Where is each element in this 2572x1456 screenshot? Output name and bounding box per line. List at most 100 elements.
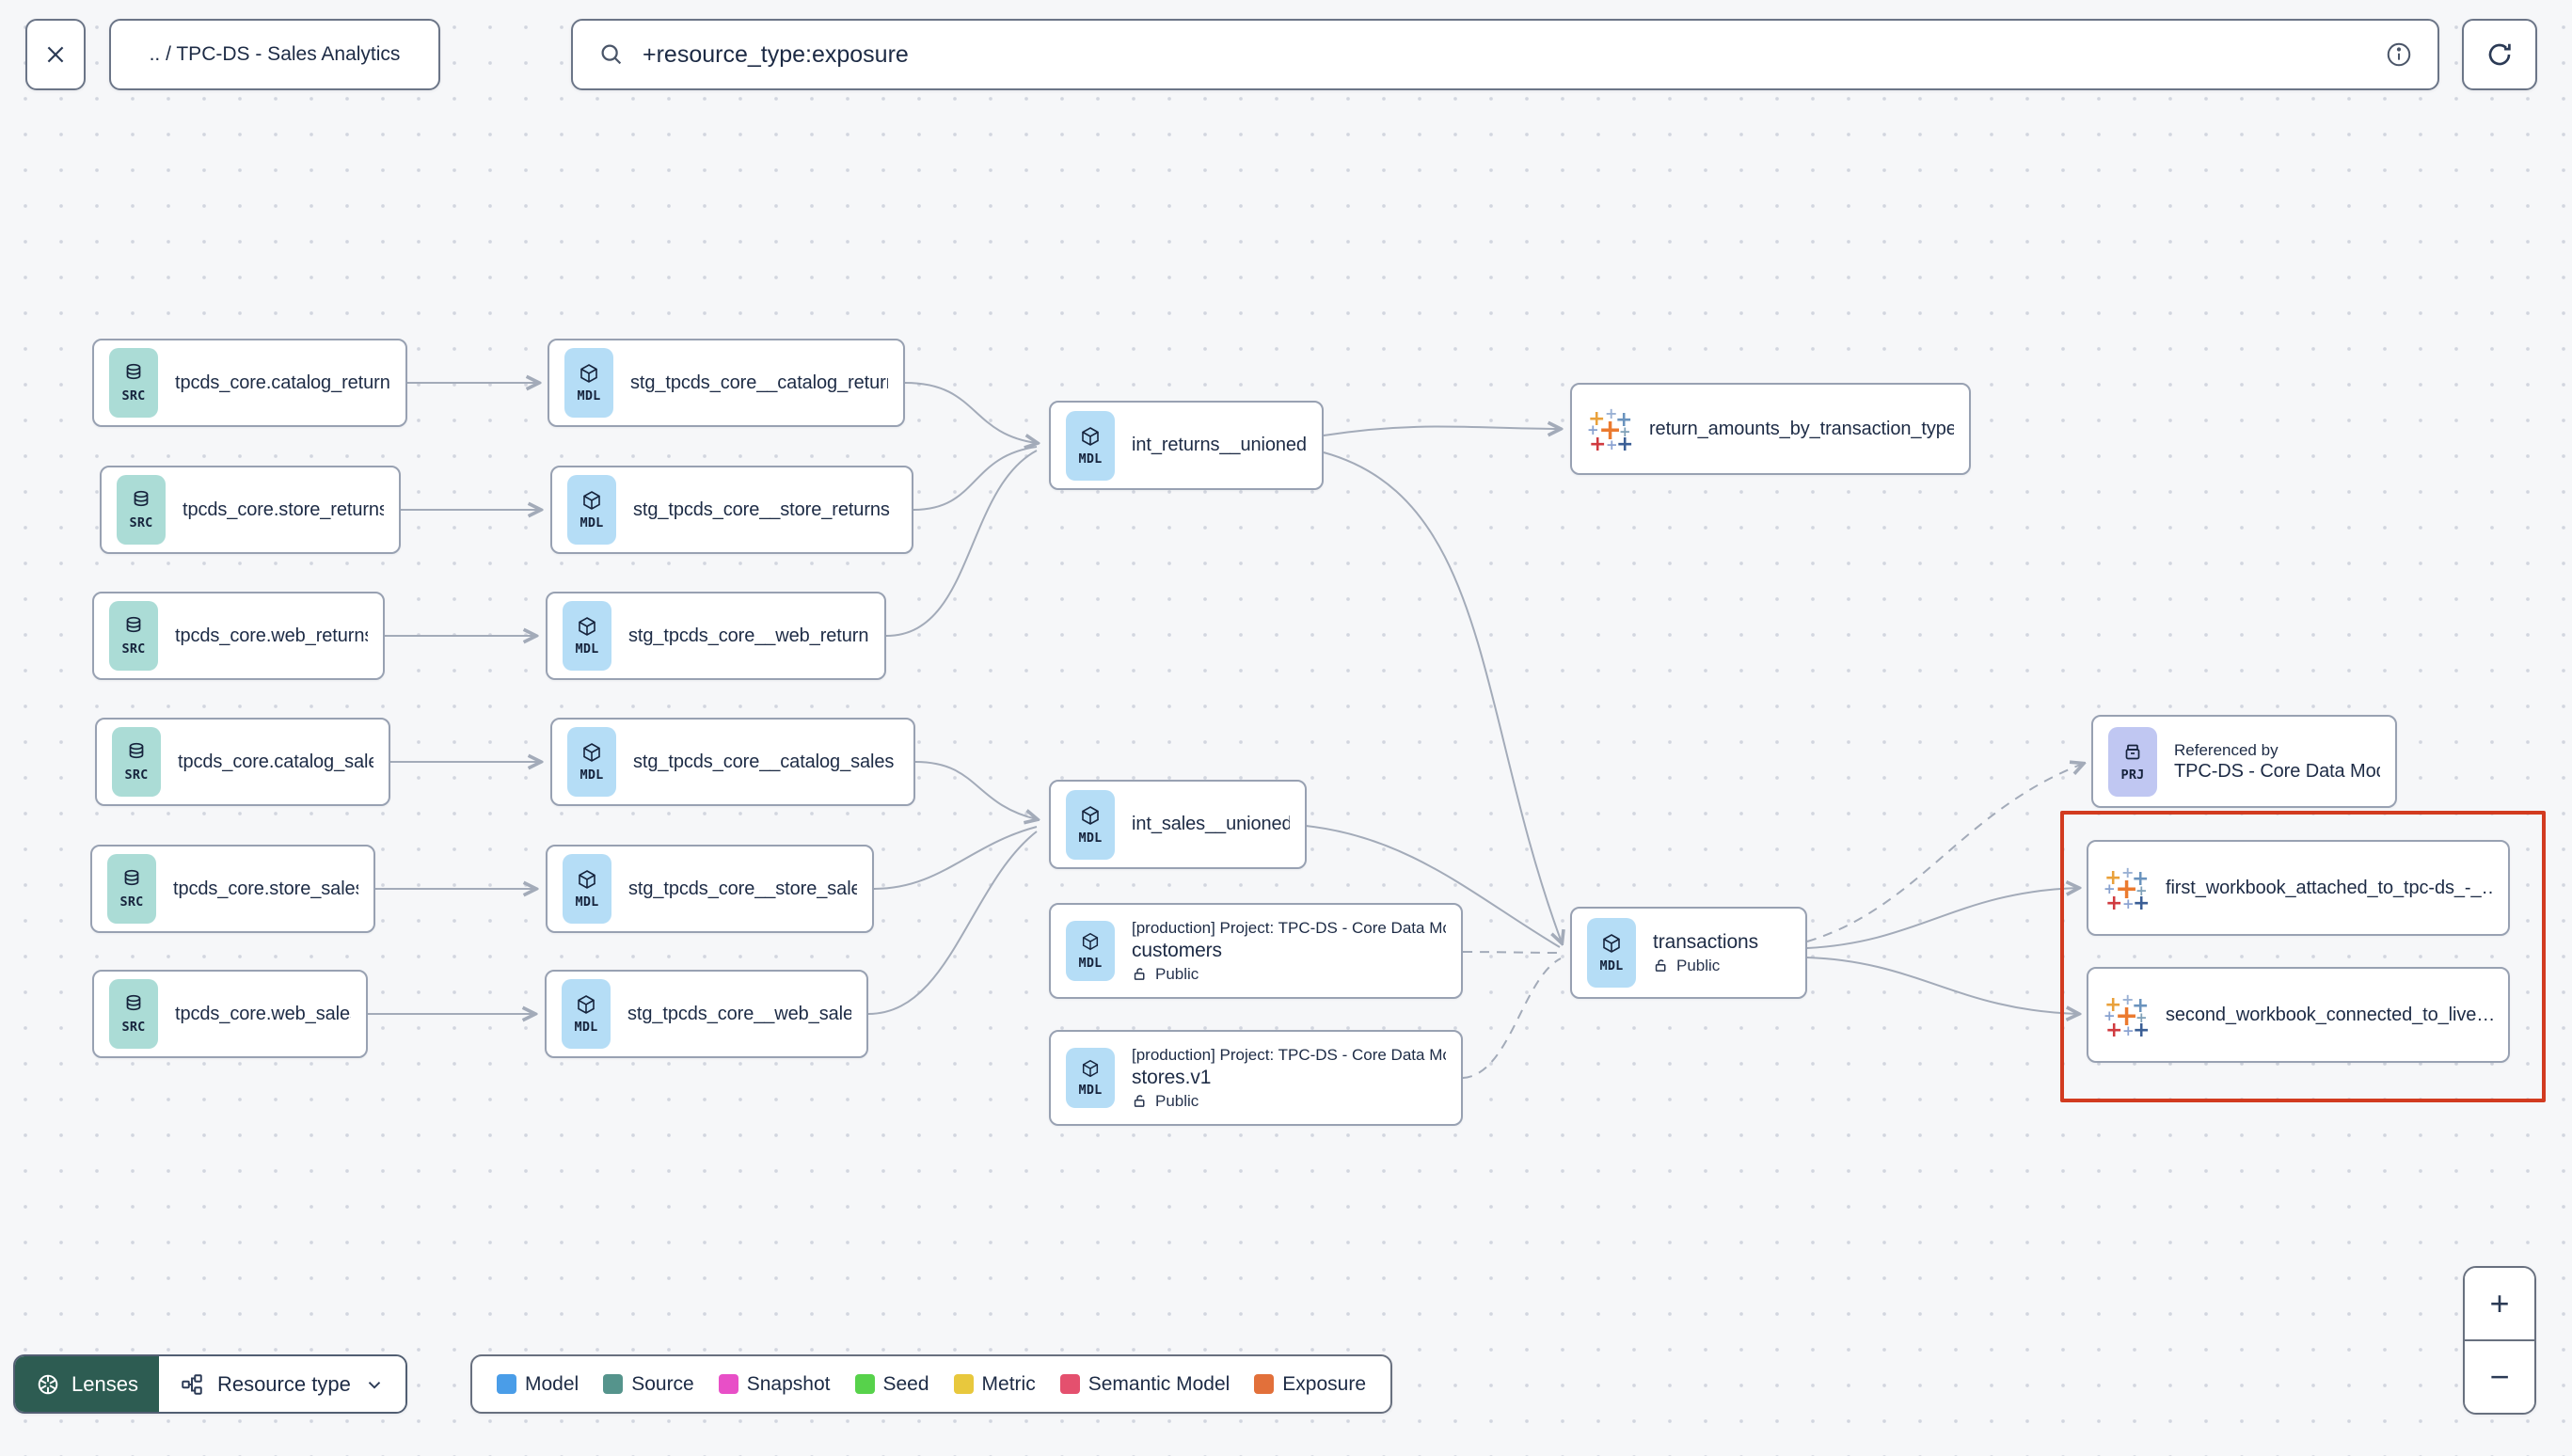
node-transactions[interactable]: MDL transactions Public (1570, 907, 1807, 999)
node-exposure-return-amounts[interactable]: return_amounts_by_transaction_type (1570, 383, 1971, 475)
database-icon (126, 363, 141, 380)
node-stg-store-sales[interactable]: MDL stg_tpcds_core__store_sales (546, 845, 874, 933)
resource-type-dropdown[interactable]: Resource type (158, 1356, 405, 1412)
refresh-button[interactable] (2462, 19, 2537, 90)
legend-item-source: Source (603, 1373, 694, 1396)
icon-tag: MDL (1078, 451, 1103, 467)
lock-open-icon (1655, 959, 1666, 972)
node-title: stg_tpcds_core__catalog_sales (633, 751, 895, 772)
node-src-tpcds-core-catalog-sales[interactable]: SRC tpcds_core.catalog_sales (95, 718, 390, 806)
tableau-icon (2104, 992, 2149, 1037)
node-src-tpcds-core-catalog-returns[interactable]: SRC tpcds_core.catalog_returns (92, 339, 407, 427)
cube-icon (1082, 805, 1099, 825)
breadcrumb[interactable]: .. / TPC-DS - Sales Analytics (109, 19, 440, 90)
tableau-icon (2104, 865, 2149, 910)
node-stg-catalog-sales[interactable]: MDL stg_tpcds_core__catalog_sales (550, 718, 915, 806)
node-title: stg_tpcds_core__store_returns (633, 499, 890, 520)
chevron-down-icon (368, 1381, 380, 1389)
node-exposure-first-workbook[interactable]: first_workbook_attached_to_tpc-ds_-_… (2087, 840, 2510, 936)
node-int-returns-unioned[interactable]: MDL int_returns__unioned (1049, 401, 1324, 490)
node-title: TPC-DS - Core Data Models (2174, 761, 2380, 783)
referenced-by-label: Referenced by (2174, 740, 2278, 759)
legend-swatch (718, 1374, 738, 1394)
model-icon-box: MDL (1066, 1048, 1115, 1108)
model-icon-box: MDL (564, 348, 613, 418)
access-badge: Public (1132, 965, 1446, 984)
legend-label: Snapshot (746, 1372, 831, 1395)
cube-icon (579, 617, 595, 636)
legend-item-semantic-model: Semantic Model (1059, 1372, 1230, 1396)
legend-label: Seed (882, 1372, 929, 1395)
zoom-out-button[interactable]: − (2465, 1341, 2534, 1413)
icon-tag: MDL (579, 515, 604, 530)
legend-item-snapshot: Snapshot (718, 1372, 831, 1396)
close-button[interactable] (25, 19, 86, 90)
search-bar[interactable] (571, 19, 2439, 90)
legend-label: Semantic Model (1088, 1372, 1230, 1395)
model-icon-box: MDL (1066, 789, 1115, 860)
legend-item-exposure: Exposure (1254, 1373, 1366, 1396)
legend-label: Metric (981, 1372, 1036, 1395)
zoom-out-icon: − (2489, 1357, 2510, 1396)
node-title: tpcds_core.store_returns (183, 499, 384, 520)
node-src-tpcds-core-store-sales[interactable]: SRC tpcds_core.store_sales (90, 845, 375, 933)
node-src-tpcds-core-web-returns[interactable]: SRC tpcds_core.web_returns (92, 592, 385, 680)
node-title: int_sales__unioned (1132, 814, 1290, 834)
legend-item-model: Model (497, 1373, 579, 1396)
node-project-subtitle: [production] Project: TPC-DS - Core Data… (1132, 1046, 1446, 1065)
legend-item-seed: Seed (854, 1372, 929, 1396)
cube-icon (1082, 1059, 1099, 1078)
info-icon[interactable] (2385, 40, 2413, 69)
node-stg-web-returns[interactable]: MDL stg_tpcds_core__web_returns (546, 592, 886, 680)
search-input[interactable] (641, 40, 2370, 70)
node-src-tpcds-core-web-sales[interactable]: SRC tpcds_core.web_sales (92, 970, 368, 1058)
node-src-tpcds-core-store-returns[interactable]: SRC tpcds_core.store_returns (100, 466, 401, 554)
icon-tag: MDL (577, 388, 601, 404)
model-icon-box: MDL (1587, 918, 1636, 988)
icon-tag: MDL (575, 894, 599, 910)
database-icon (129, 742, 144, 759)
icon-tag: MDL (1078, 1083, 1103, 1098)
icon-tag: MDL (579, 768, 604, 783)
node-stg-catalog-returns[interactable]: MDL stg_tpcds_core__catalog_returns (548, 339, 905, 427)
icon-tag: MDL (1078, 830, 1103, 846)
model-icon-box: MDL (567, 475, 616, 545)
cube-icon (1603, 934, 1620, 953)
model-icon-box: MDL (562, 979, 611, 1049)
legend-swatch (603, 1374, 624, 1394)
project-icon (2125, 744, 2140, 759)
cube-icon (579, 870, 595, 889)
node-title: tpcds_core.catalog_sales (178, 751, 373, 772)
breadcrumb-label: .. / TPC-DS - Sales Analytics (149, 43, 401, 65)
node-stg-web-sales[interactable]: MDL stg_tpcds_core__web_sales (545, 970, 868, 1058)
legend-label: Model (525, 1372, 579, 1395)
node-title: transactions (1653, 930, 1759, 953)
legend-item-metric: Metric (953, 1372, 1036, 1396)
icon-tag: MDL (1078, 956, 1103, 971)
model-icon-box: MDL (567, 727, 616, 797)
cube-icon (583, 743, 600, 762)
zoom-in-button[interactable]: + (2465, 1268, 2534, 1341)
database-icon (126, 994, 141, 1011)
lenses-button[interactable]: Lenses (15, 1356, 159, 1412)
resource-type-icon (182, 1373, 202, 1395)
icon-tag: MDL (574, 1020, 598, 1035)
node-exposure-second-workbook[interactable]: second_workbook_connected_to_live… (2087, 967, 2510, 1063)
legend-swatch (1254, 1374, 1275, 1394)
node-customers[interactable]: MDL [production] Project: TPC-DS - Core … (1049, 903, 1463, 999)
source-icon-box: SRC (109, 979, 158, 1049)
database-icon (126, 616, 141, 633)
model-icon-box: MDL (563, 601, 611, 671)
node-stores-v1[interactable]: MDL [production] Project: TPC-DS - Core … (1049, 1030, 1463, 1126)
node-title: tpcds_core.web_returns (175, 625, 368, 646)
access-badge: Public (1653, 957, 1758, 975)
access-badge: Public (1132, 1092, 1446, 1111)
node-stg-store-returns[interactable]: MDL stg_tpcds_core__store_returns (550, 466, 913, 554)
access-label: Public (1676, 956, 1721, 974)
node-int-sales-unioned[interactable]: MDL int_sales__unioned (1049, 780, 1307, 869)
node-title: return_amounts_by_transaction_type (1649, 418, 1954, 439)
database-icon (124, 869, 139, 886)
cube-icon (580, 364, 597, 383)
node-referenced-by-project[interactable]: PRJ Referenced by TPC-DS - Core Data Mod… (2091, 715, 2397, 808)
